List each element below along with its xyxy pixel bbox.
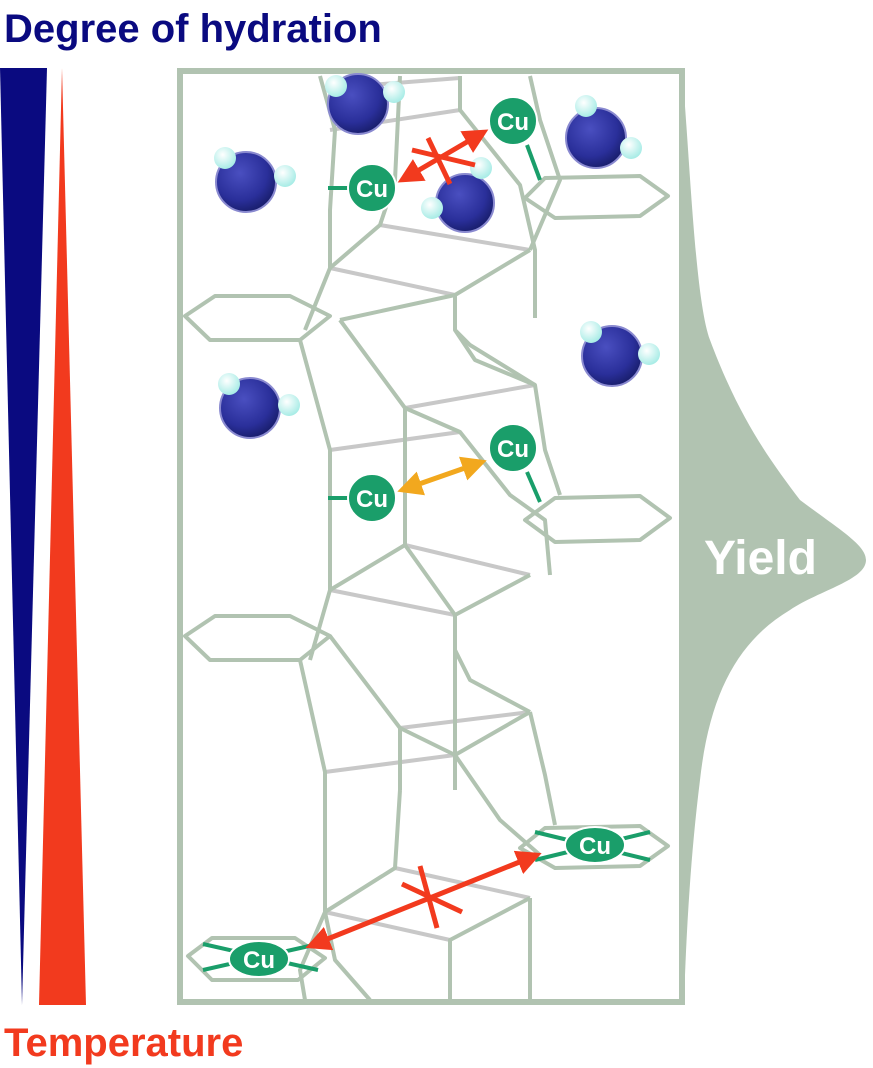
yield-label: Yield — [704, 532, 817, 585]
water-molecule — [565, 95, 642, 169]
blocked-interaction-arrow — [397, 129, 489, 186]
copper-label: Cu — [356, 486, 388, 513]
water-molecule — [214, 147, 296, 213]
temperature-wedge — [39, 68, 86, 1005]
copper-label: Cu — [356, 176, 388, 203]
copper-label: Cu — [579, 833, 611, 860]
hydration-wedge — [0, 68, 47, 1005]
copper-site: Cu — [488, 96, 542, 181]
hydration-label: Degree of hydration — [4, 7, 382, 51]
water-molecule — [325, 73, 405, 135]
blocked-interaction-arrow — [305, 850, 542, 951]
water-molecule — [218, 373, 300, 439]
active-interaction-arrow — [397, 456, 487, 496]
copper-label: Cu — [497, 109, 529, 136]
copper-site: Cu — [202, 940, 319, 978]
temperature-label: Temperature — [4, 1021, 243, 1065]
copper-site: Cu — [488, 423, 542, 503]
copper-site: Cu — [328, 163, 397, 213]
yield-curve — [682, 68, 866, 1004]
framework-box — [177, 68, 685, 1005]
copper-site: Cu — [534, 826, 651, 864]
copper-label: Cu — [497, 436, 529, 463]
copper-label: Cu — [243, 947, 275, 974]
water-molecule — [580, 321, 660, 387]
copper-site: Cu — [328, 473, 397, 523]
water-molecule — [421, 157, 495, 233]
